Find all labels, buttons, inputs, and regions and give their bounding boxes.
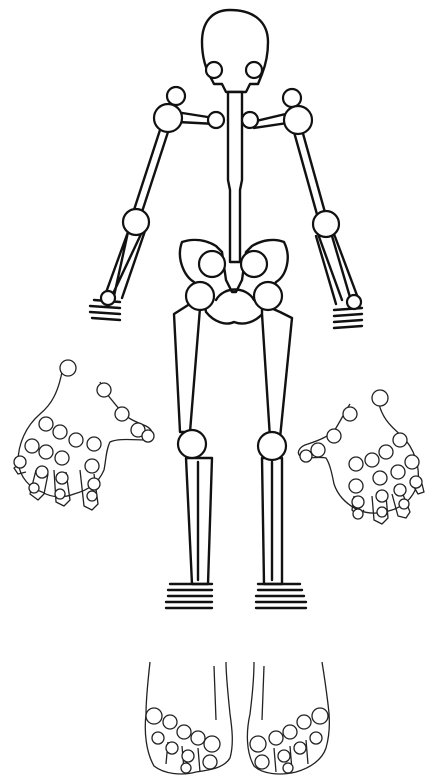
left-hand-joint — [36, 466, 48, 478]
left-foot-joint — [177, 725, 191, 739]
right-foot-joint — [269, 731, 283, 745]
joint-sacroiliac-left — [199, 251, 225, 277]
left-hand-joint — [55, 451, 69, 465]
right-hand-joint — [391, 465, 405, 479]
joint-hip-left — [186, 282, 214, 310]
joint-hip-right — [254, 282, 282, 310]
joint-wrist-left — [101, 291, 115, 305]
left-foot-joint — [204, 736, 220, 752]
right-hand-joint — [352, 496, 364, 508]
right-hand-joint — [399, 499, 409, 509]
right-hand-joint — [394, 484, 406, 496]
left-hand-joint — [55, 489, 65, 499]
left-hand-joint — [69, 433, 83, 447]
skull — [202, 10, 268, 92]
joint-sternoclavicular-left — [208, 112, 224, 128]
right-hand-joint — [373, 471, 387, 485]
right-hand-joint — [343, 407, 357, 421]
left-hand-joint — [85, 459, 99, 473]
right-hand-joint — [377, 507, 387, 517]
right-foot-joint — [250, 736, 266, 752]
left-hand-joint — [14, 456, 26, 468]
joint-shoulder-right — [284, 106, 312, 134]
left-foot-joint — [191, 731, 205, 745]
joint-jaw-right — [246, 62, 262, 78]
left-hand-joint — [88, 478, 100, 490]
joint-knee-left — [178, 430, 206, 458]
left-foot-joint — [166, 742, 178, 754]
left-hand-joint — [53, 425, 67, 439]
right-hand-joint — [349, 457, 363, 471]
right-hand-joint — [327, 429, 341, 443]
left-hand-joint — [115, 407, 129, 421]
joint-elbow-left — [123, 209, 149, 235]
left-foot-joint — [203, 755, 217, 769]
right-hand-joint — [311, 443, 325, 457]
right-hand-joint — [353, 509, 363, 519]
right-hand-joint — [393, 433, 407, 447]
left-foot-joint — [182, 750, 194, 762]
left-hand-joint — [87, 491, 97, 501]
left-foot-joint — [181, 763, 191, 773]
right-foot-joint — [297, 715, 311, 729]
left-hand-joint — [97, 383, 111, 397]
left-hand-joint — [25, 439, 39, 453]
joint-sacroiliac-right — [241, 251, 267, 277]
left-hand-joint — [29, 483, 39, 493]
joint-knee-right — [258, 432, 286, 460]
joint-elbow-right — [313, 211, 339, 237]
right-foot-joint — [294, 742, 306, 754]
joint-jaw-left — [206, 62, 222, 78]
joint-sternoclavicular-right — [242, 112, 258, 128]
left-foot-joint — [152, 732, 164, 744]
right-hand-joint — [365, 453, 379, 467]
spine — [228, 92, 242, 262]
right-hand-joint — [376, 490, 388, 502]
right-foot-joint — [255, 755, 269, 769]
left-hand-joint — [56, 472, 68, 484]
left-hand-joint — [60, 360, 76, 376]
right-hand-joint — [372, 390, 388, 406]
left-hand-joint — [39, 417, 53, 431]
left-foot-joint — [146, 708, 162, 724]
joint-shoulder-left — [154, 104, 182, 132]
left-foot-joint — [163, 715, 177, 729]
joint-acromioclavicular-left — [167, 87, 185, 105]
left-hand-joint — [87, 437, 101, 451]
right-foot-joint — [312, 708, 328, 724]
right-foot-joint — [283, 763, 293, 773]
joint-wrist-right — [347, 295, 361, 309]
right-hand-joint — [379, 445, 393, 459]
right-foot-joint — [278, 750, 290, 762]
right-hand-joint — [349, 479, 363, 493]
joint-acromioclavicular-right — [283, 89, 301, 107]
right-foot-joint — [283, 725, 297, 739]
right-hand-joint — [410, 476, 422, 488]
left-hand-joint — [142, 430, 154, 442]
right-foot-joint — [310, 732, 322, 744]
right-hand-joint — [405, 455, 419, 469]
left-hand-joint — [39, 445, 53, 459]
right-hand-joint — [300, 450, 312, 462]
